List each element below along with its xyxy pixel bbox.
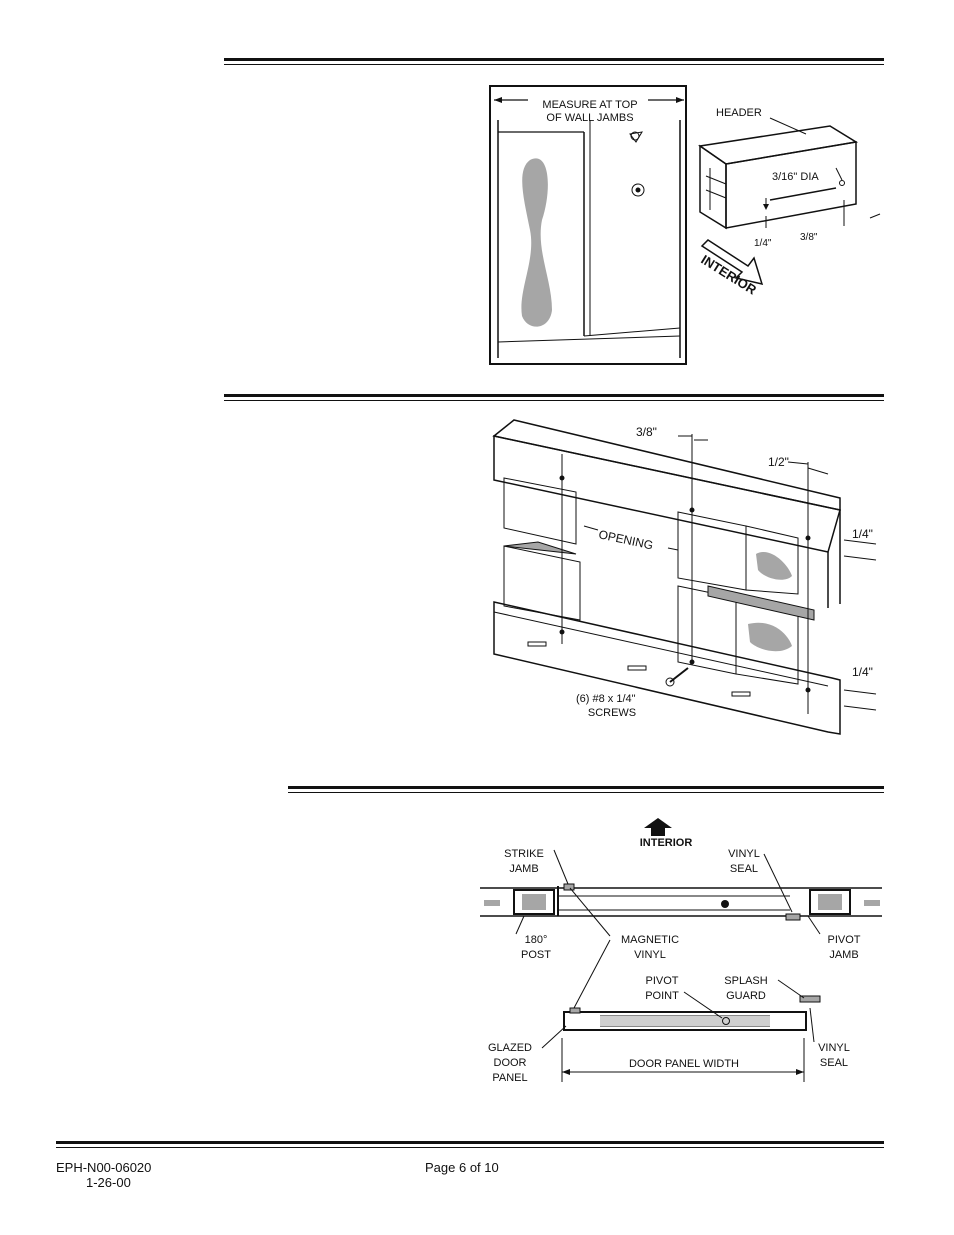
dim-three-eighths: 3/8" <box>800 232 818 243</box>
pivot-point-label-2: POINT <box>645 990 679 1002</box>
interior-label-2: INTERIOR <box>640 837 693 849</box>
vinyl-seal-bottom-label-2: SEAL <box>820 1057 848 1069</box>
section-rule-1 <box>224 58 884 65</box>
dim-half: 1/2" <box>768 455 789 469</box>
dim-quarter-lower: 1/4" <box>852 665 873 679</box>
splash-guard-label-1: SPLASH <box>724 975 767 987</box>
dia-label: 3/16" DIA <box>772 171 819 183</box>
vinyl-seal-bottom-label-1: VINYL <box>818 1042 850 1054</box>
dim-quarter-upper: 1/4" <box>852 527 873 541</box>
dim-quarter: 1/4" <box>754 238 772 249</box>
post-label-1: 180° <box>525 934 548 946</box>
glazed-label-1: GLAZED <box>488 1042 532 1054</box>
header-label: HEADER <box>716 107 762 119</box>
measure-label-2: OF WALL JAMBS <box>546 112 633 124</box>
figure-plan-view: INTERIOR STRIKE JAMB VINYL SEAL 180° POS… <box>480 818 882 1084</box>
glazed-label-2: DOOR <box>494 1057 527 1069</box>
vinyl-seal-top-label-1: VINYL <box>728 848 760 860</box>
interior-label-1: INTERIOR <box>698 252 759 298</box>
dim-three-eighths-2: 3/8" <box>636 425 657 439</box>
opening-label: OPENING <box>597 527 654 552</box>
strike-jamb-label-1: STRIKE <box>504 848 544 860</box>
doc-date: 1-26-00 <box>86 1175 131 1190</box>
footer-rule <box>56 1141 884 1148</box>
magnetic-vinyl-label-1: MAGNETIC <box>621 934 679 946</box>
figure-header-measure: MEASURE AT TOP OF WALL JAMBS HEADER 3/16… <box>489 85 881 365</box>
door-panel-width-label: DOOR PANEL WIDTH <box>629 1058 739 1070</box>
post-label-2: POST <box>521 949 551 961</box>
section-rule-3 <box>288 786 884 793</box>
page-number: Page 6 of 10 <box>425 1160 499 1175</box>
figure-header-sill: 3/8" 1/2" 1/4" 1/4" OPENING (6) #8 x 1/4… <box>492 419 877 735</box>
glazed-label-3: PANEL <box>492 1072 527 1084</box>
pivot-point-label-1: PIVOT <box>645 975 678 987</box>
section-rule-2 <box>224 394 884 401</box>
magnetic-vinyl-label-2: VINYL <box>634 949 666 961</box>
vinyl-seal-top-label-2: SEAL <box>730 863 758 875</box>
pivot-jamb-label-1: PIVOT <box>827 934 860 946</box>
splash-guard-label-2: GUARD <box>726 990 766 1002</box>
screws-label-1: (6) #8 x 1/4" <box>576 693 636 705</box>
pivot-jamb-label-2: JAMB <box>829 949 858 961</box>
strike-jamb-label-2: JAMB <box>509 863 538 875</box>
screws-label-2: SCREWS <box>588 707 636 719</box>
doc-number: EPH-N00-06020 <box>56 1160 152 1175</box>
measure-label-1: MEASURE AT TOP <box>542 99 637 111</box>
